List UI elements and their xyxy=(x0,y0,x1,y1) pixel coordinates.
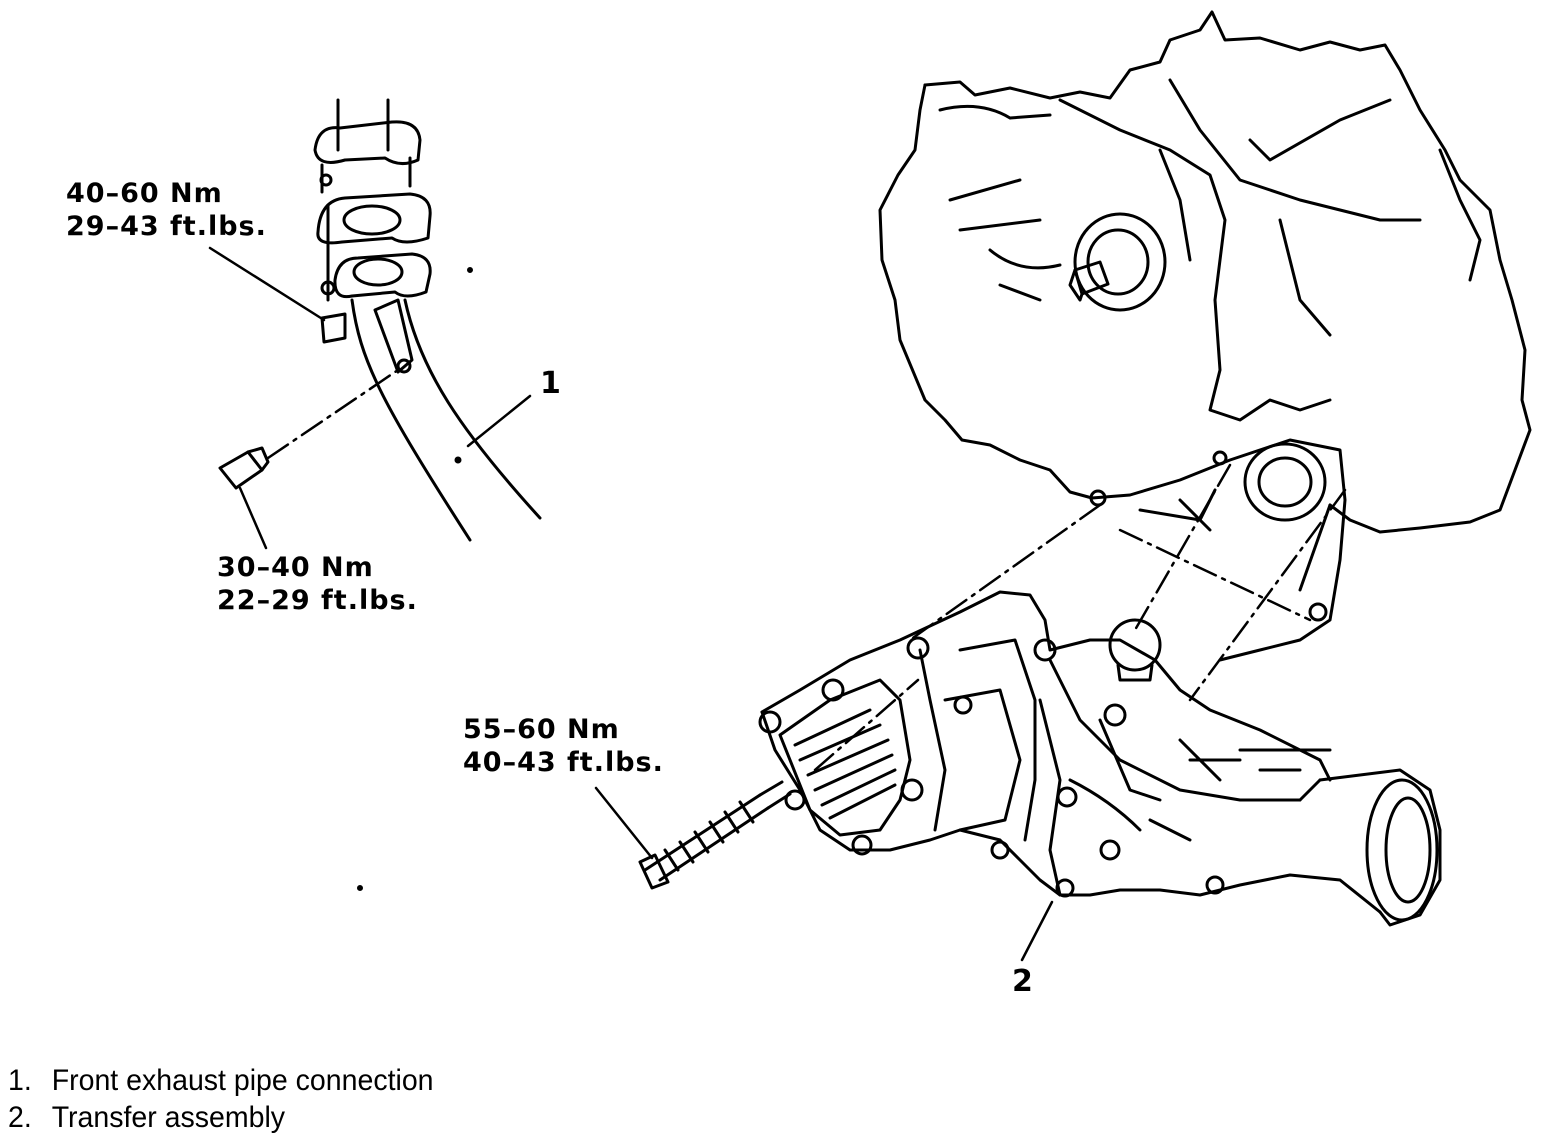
exhaust-pipe-illustration xyxy=(208,98,542,891)
transmission-case-illustration xyxy=(878,10,1532,662)
transfer-assembly-illustration xyxy=(594,463,1442,962)
callout-1: 1 xyxy=(540,366,561,401)
torque-ftlbs: 29–43 ft.lbs. xyxy=(66,211,267,242)
torque-nm: 40–60 Nm xyxy=(66,178,223,209)
legend-number: 2. xyxy=(8,1101,32,1134)
torque-nm: 30–40 Nm xyxy=(217,552,374,583)
torque-spec-transfer-bolt: 55–60 Nm 40–43 ft.lbs. xyxy=(463,713,664,779)
torque-spec-bracket-bolt: 30–40 Nm 22–29 ft.lbs. xyxy=(217,551,418,617)
legend-item-2: 2. Transfer assembly xyxy=(8,1101,285,1135)
legend-item-1: 1. Front exhaust pipe connection xyxy=(8,1064,434,1098)
torque-ftlbs: 22–29 ft.lbs. xyxy=(217,585,418,616)
torque-spec-flange-nut: 40–60 Nm 29–43 ft.lbs. xyxy=(66,177,267,243)
callout-2: 2 xyxy=(1012,964,1033,999)
torque-ftlbs: 40–43 ft.lbs. xyxy=(463,747,664,778)
legend-text: Transfer assembly xyxy=(51,1101,286,1134)
legend-text: Front exhaust pipe connection xyxy=(51,1064,434,1097)
torque-nm: 55–60 Nm xyxy=(463,714,620,745)
legend-number: 1. xyxy=(8,1064,32,1097)
